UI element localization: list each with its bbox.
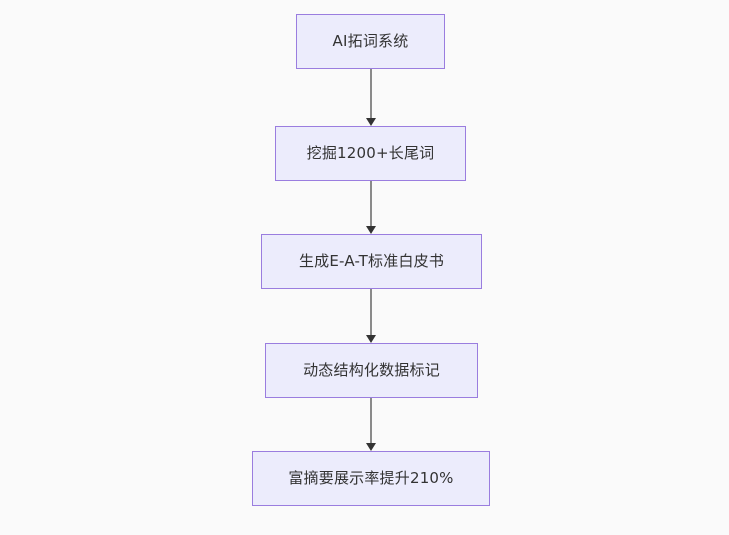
connector-arrow-1	[364, 69, 378, 126]
flowchart-node-2[interactable]: 挖掘1200+长尾词	[275, 126, 466, 181]
connector-line	[370, 398, 372, 443]
flowchart-node-5[interactable]: 富摘要展示率提升210%	[252, 451, 490, 506]
flowchart-node-3[interactable]: 生成E-A-T标准白皮书	[261, 234, 482, 289]
flowchart-node-4[interactable]: 动态结构化数据标记	[265, 343, 478, 398]
flowchart-node-label: AI拓词系统	[332, 32, 409, 50]
connector-arrow-3	[364, 289, 378, 343]
connector-line	[370, 69, 372, 118]
flowchart-node-label: 动态结构化数据标记	[303, 361, 440, 379]
connector-arrow-2	[364, 181, 378, 234]
connector-line	[370, 289, 372, 335]
flowchart-node-1[interactable]: AI拓词系统	[296, 14, 445, 69]
flowchart-node-label: 生成E-A-T标准白皮书	[298, 252, 445, 270]
arrowhead-icon	[366, 118, 376, 126]
arrowhead-icon	[366, 335, 376, 343]
connector-arrow-4	[364, 398, 378, 451]
flowchart-node-label: 挖掘1200+长尾词	[306, 144, 435, 162]
connector-line	[370, 181, 372, 226]
arrowhead-icon	[366, 226, 376, 234]
flowchart-node-label: 富摘要展示率提升210%	[288, 469, 454, 487]
arrowhead-icon	[366, 443, 376, 451]
